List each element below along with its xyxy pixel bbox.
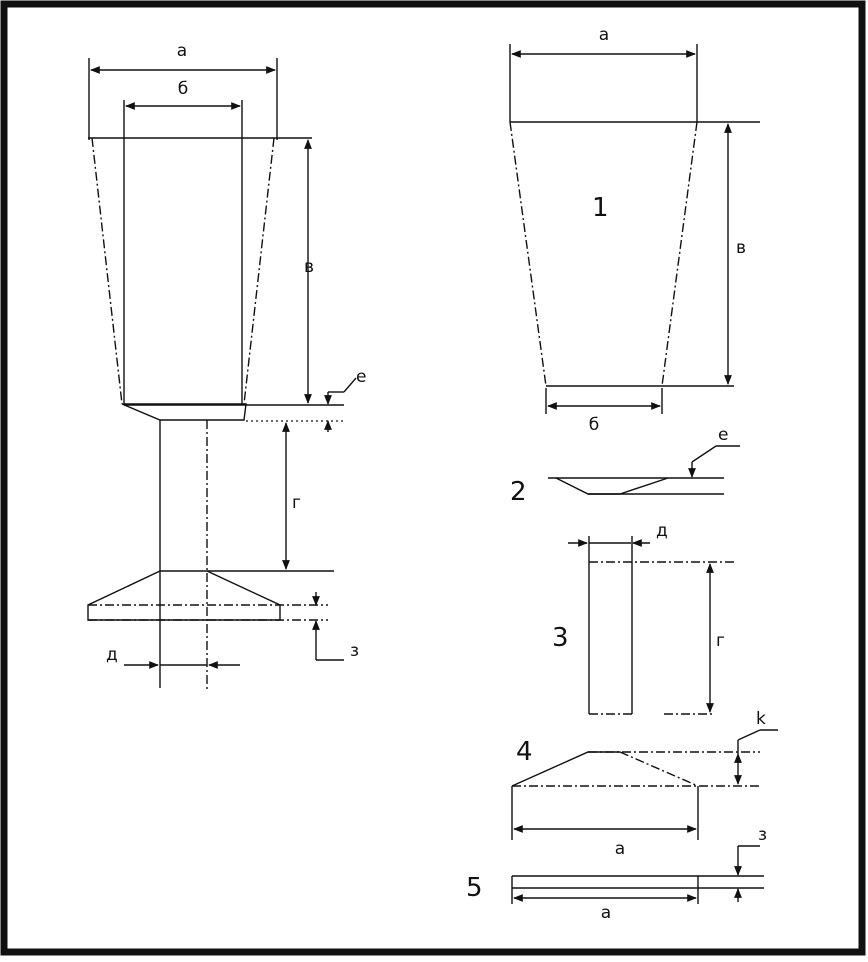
- p5-label-z: з: [758, 825, 767, 845]
- base-outline: [87, 570, 281, 621]
- part-1-bowl: а 1 в б: [509, 25, 760, 435]
- label-d: д: [106, 645, 118, 665]
- label-v: в: [304, 257, 314, 277]
- part-5-plate: 5 а з: [466, 825, 767, 923]
- part-2-bottom: 2 е: [510, 425, 740, 507]
- p2-dim-e-leader: [691, 445, 717, 463]
- label-z: з: [350, 641, 359, 661]
- p2-number: 2: [510, 477, 527, 507]
- bowl-outer-left: [91, 137, 123, 405]
- bowl-bottom-plate: [121, 403, 247, 421]
- p4-label-a: а: [615, 839, 625, 859]
- p1-side-left: [509, 121, 547, 387]
- p1-label-a: а: [599, 25, 609, 45]
- p3-label-d: д: [656, 521, 668, 541]
- dim-e-leader: [343, 377, 357, 393]
- label-b: б: [178, 79, 188, 99]
- p1-side-right: [661, 121, 698, 387]
- p3-label-g: г: [716, 631, 725, 651]
- p1-label-v: в: [736, 238, 746, 258]
- p5-label-a: а: [601, 903, 611, 923]
- p2-label-e: е: [718, 425, 728, 445]
- bowl-outer-right: [243, 137, 275, 405]
- p4-label-k: k: [756, 709, 766, 729]
- label-a: а: [177, 41, 187, 61]
- p2-profile: [555, 477, 669, 495]
- p3-number: 3: [552, 623, 569, 653]
- p5-number: 5: [466, 873, 483, 903]
- p1-label-b: б: [589, 415, 599, 435]
- p4-slope-right: [619, 751, 699, 787]
- label-e: е: [356, 367, 366, 387]
- assembled-figure: а б в е г з: [87, 41, 366, 690]
- p4-number: 4: [516, 737, 533, 767]
- part-3-stem: 3 д г: [552, 521, 734, 715]
- part-4-base: 4 а k: [511, 709, 778, 859]
- p1-number: 1: [592, 193, 609, 223]
- label-g: г: [292, 493, 301, 513]
- p4-dim-k-leader: [737, 729, 761, 741]
